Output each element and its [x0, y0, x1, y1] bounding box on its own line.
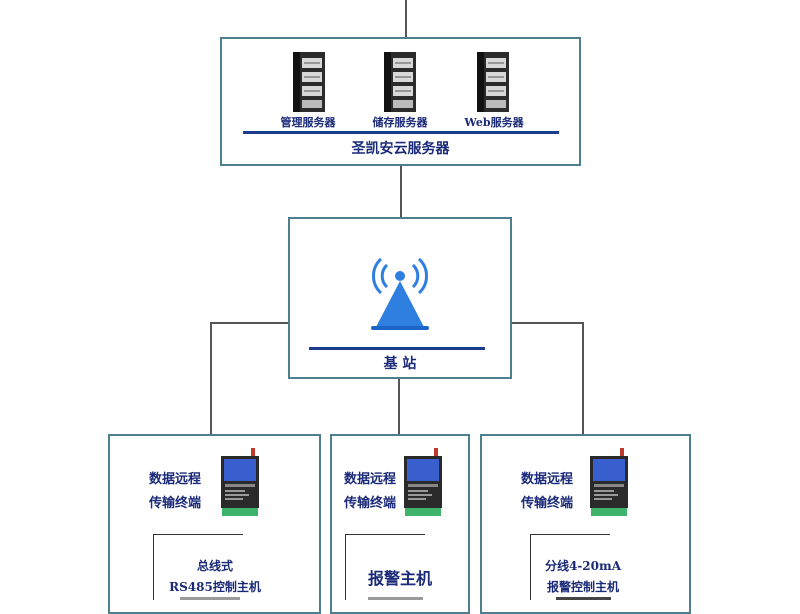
server-label-web: Web服务器: [464, 116, 524, 129]
radio-tower-icon: [369, 253, 431, 333]
connector-cloud-to-station: [400, 166, 402, 218]
device-label-line1: 总线式: [196, 559, 233, 573]
dtu-label-1: 数据远程 传输终端: [149, 468, 201, 516]
server-rack-icon: [380, 52, 420, 114]
device-connector-3: [530, 534, 610, 535]
connector-station-middle: [398, 378, 400, 435]
dtu-label-line2: 传输终端: [344, 496, 397, 511]
connector-station-left-h: [210, 322, 290, 324]
device-label-3: 分线4-20mA 报警控制主机: [523, 556, 643, 598]
station-divider: [309, 347, 485, 350]
device-label-1: 总线式 RS485控制主机: [155, 556, 275, 598]
device-image-edge-2: [368, 597, 423, 600]
server-rack-icon: [473, 52, 513, 114]
station-title: 基 站: [383, 356, 417, 372]
device-label-line1: 分线4-20mA: [544, 559, 622, 573]
connector-station-right-h: [512, 322, 584, 324]
device-connector-1: [153, 534, 243, 535]
device-image-edge-1: [180, 597, 240, 600]
device-label-line2: 报警控制主机: [546, 580, 619, 594]
connector-station-right-v: [582, 322, 584, 435]
device-label-line2: RS485控制主机: [169, 580, 261, 594]
dtu-modem-icon: [588, 448, 630, 518]
device-connector-3-v: [530, 534, 531, 600]
device-label-2: 报警主机: [367, 569, 432, 588]
dtu-label-line2: 传输终端: [149, 496, 202, 511]
server-label-management: 管理服务器: [280, 116, 336, 129]
dtu-label-line1: 数据远程: [149, 472, 202, 487]
terminal-box-3: [480, 434, 691, 614]
device-connector-2-v: [345, 534, 346, 600]
dtu-label-line1: 数据远程: [521, 472, 574, 487]
dtu-modem-icon: [402, 448, 444, 518]
device-connector-1-v: [153, 534, 154, 600]
dtu-label-line1: 数据远程: [344, 472, 397, 487]
connector-station-left-v: [210, 322, 212, 435]
cloud-divider: [243, 131, 559, 134]
device-connector-2: [345, 534, 425, 535]
server-label-storage: 储存服务器: [372, 116, 428, 129]
dtu-modem-icon: [219, 448, 261, 518]
server-rack-icon: [289, 52, 329, 114]
dtu-label-line2: 传输终端: [521, 496, 574, 511]
device-image-edge-3: [556, 597, 611, 600]
dtu-label-3: 数据远程 传输终端: [521, 468, 573, 516]
cloud-title: 圣凯安云服务器: [351, 141, 450, 157]
connector-top: [405, 0, 407, 38]
dtu-label-2: 数据远程 传输终端: [344, 468, 396, 516]
